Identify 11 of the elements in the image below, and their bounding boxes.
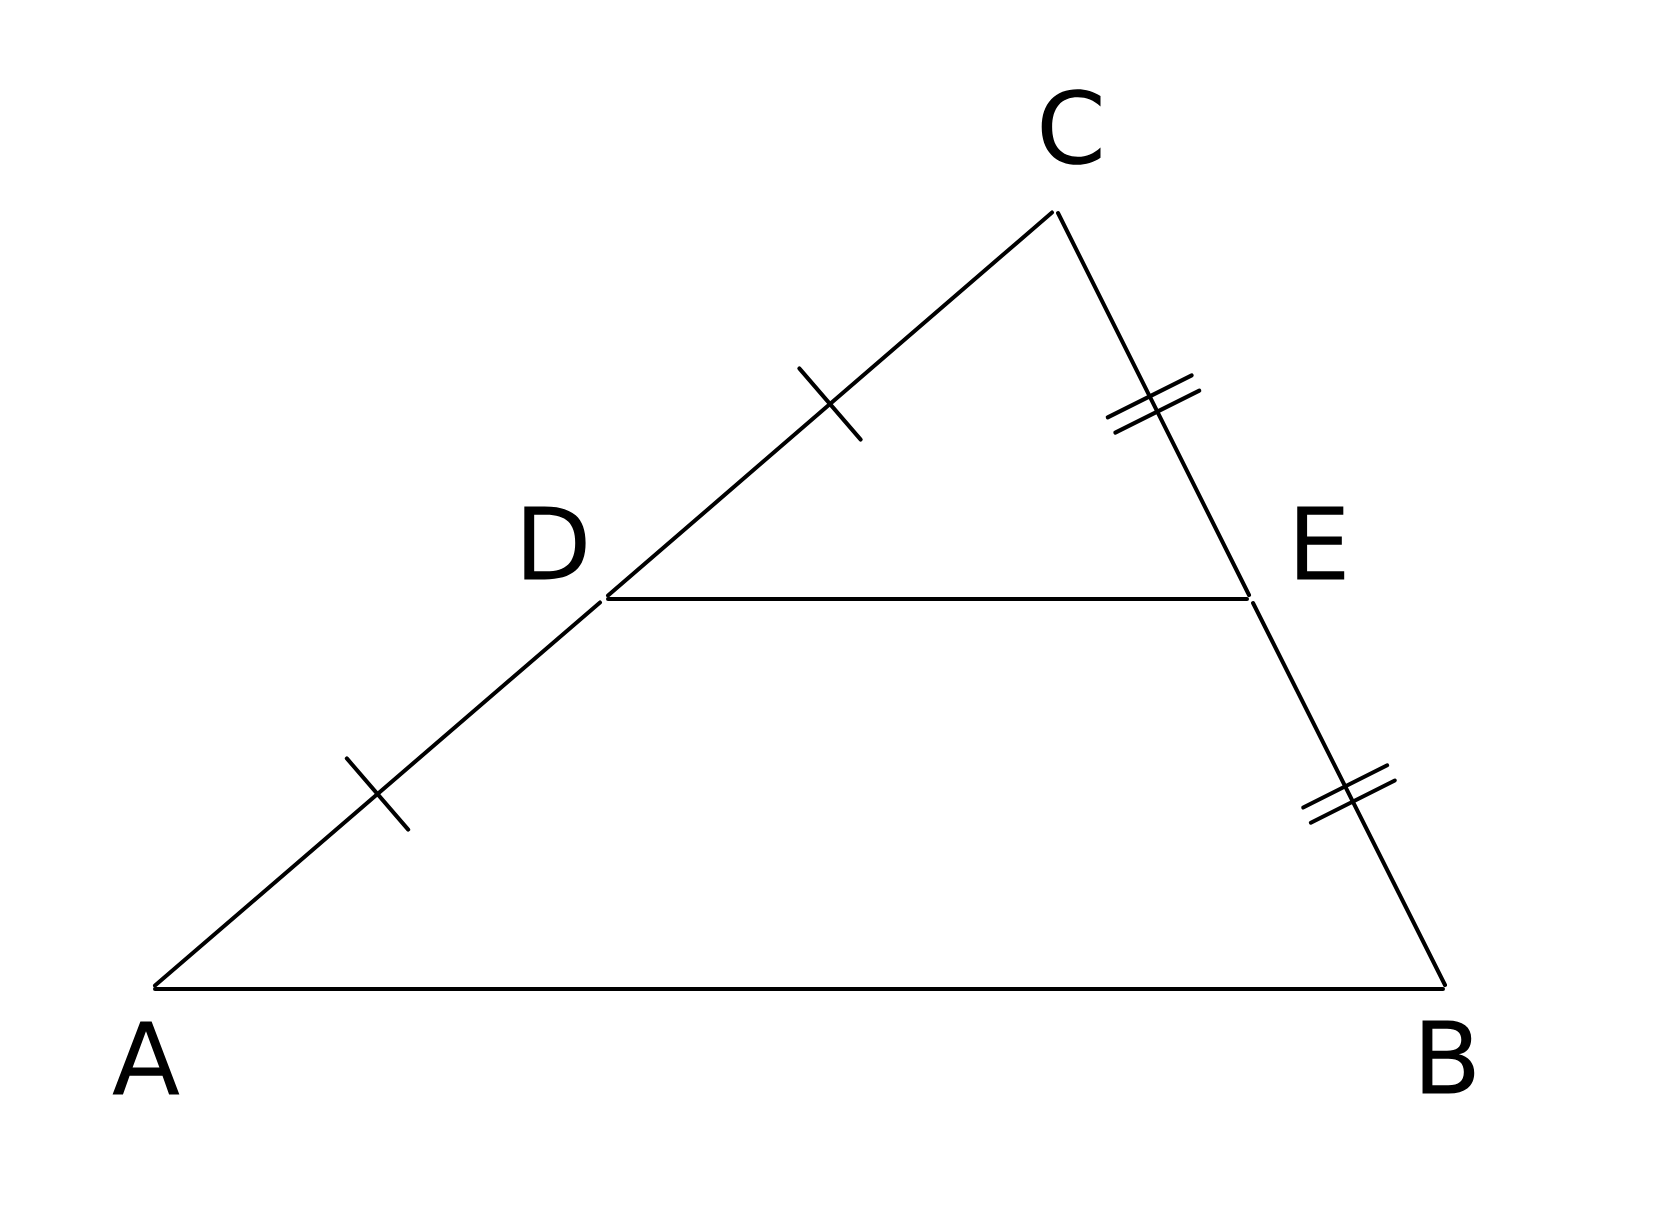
point-label: B <box>1422 1020 1475 1094</box>
segment <box>606 597 1249 601</box>
point-label: C <box>1041 89 1101 165</box>
segment <box>1251 601 1447 987</box>
segment <box>153 600 602 988</box>
point-label: D <box>524 506 586 580</box>
segment <box>606 210 1054 598</box>
point-label: E <box>1297 506 1345 580</box>
segment <box>153 987 1445 991</box>
point-label: A <box>112 1021 180 1095</box>
segment <box>1056 211 1251 597</box>
